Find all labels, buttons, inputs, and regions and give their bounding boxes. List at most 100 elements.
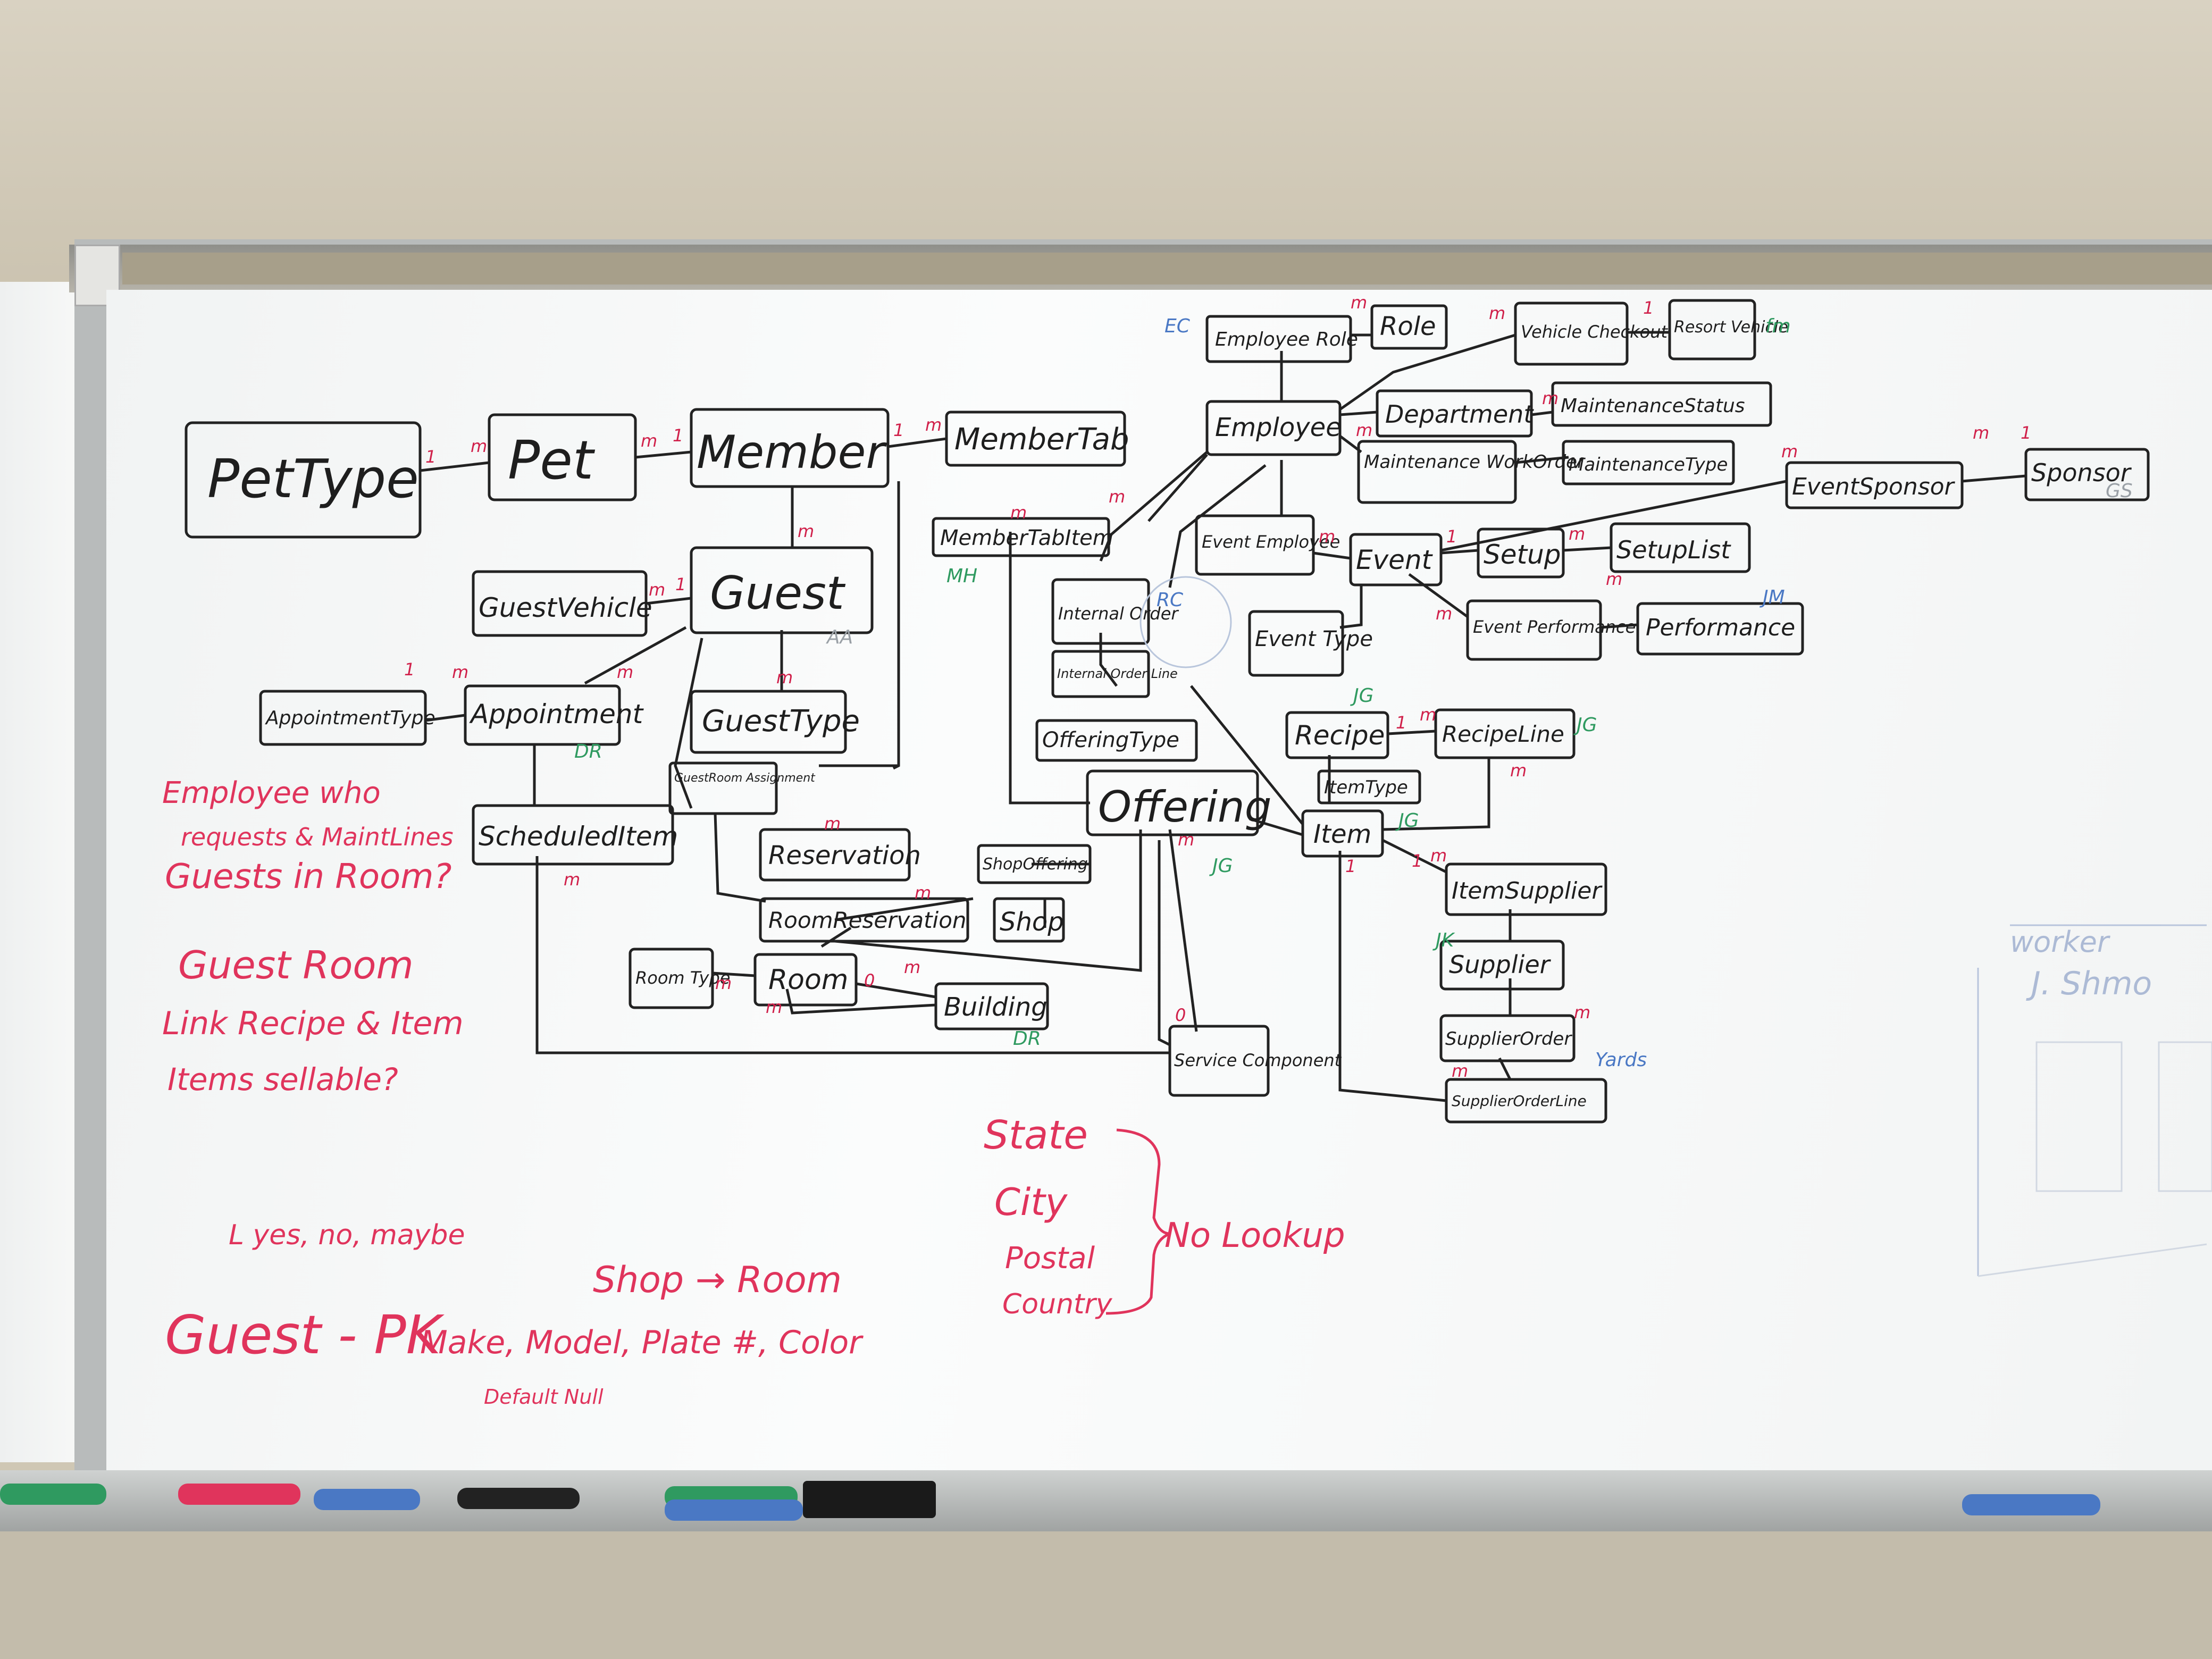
entity-box-guest [690, 546, 874, 634]
entity-box-event-performance [1466, 599, 1602, 661]
entity-box-shop [993, 897, 1065, 943]
note-worker: worker [2010, 925, 2110, 959]
cardinality-one: 1 [1396, 713, 1406, 733]
cardinality-one: 1 [893, 420, 904, 440]
entity-label-guest-type: GuestType [702, 704, 860, 739]
entity-label-vehicle-checkout: Vehicle Checkout [1521, 322, 1669, 342]
entity-box-maintenance-status [1551, 381, 1772, 427]
entity-boxes [185, 299, 2150, 1124]
entity-label-department: Department [1385, 400, 1534, 429]
cardinality-many: m [1542, 388, 1559, 408]
cardinality-many: m [1430, 845, 1447, 866]
cardinality-many: m [649, 580, 665, 600]
entity-label-room-type: Room Type [635, 968, 730, 988]
note-yes-no-maybe: L yes, no, maybe [229, 1219, 465, 1251]
entity-box-guest-room-assignment [668, 761, 778, 815]
entity-box-supplier-order-line [1445, 1078, 1607, 1124]
blue-marker-2 [665, 1499, 803, 1521]
initials-aa: AA [826, 626, 853, 648]
cardinality-many: m [915, 883, 931, 903]
entity-label-guest: Guest [710, 567, 846, 620]
initials-rc: RC [1157, 589, 1184, 611]
entity-label-appointment-type: AppointmentType [265, 707, 435, 729]
entity-box-room [753, 953, 858, 1007]
entity-label-appointment: Appointment [469, 699, 644, 730]
entity-box-event-type [1248, 610, 1344, 677]
entity-label-building: Building [944, 992, 1048, 1022]
entity-box-reservation [759, 828, 911, 882]
entity-box-appointment [464, 684, 621, 746]
entity-box-member-tab [945, 410, 1126, 467]
entity-box-item [1301, 809, 1384, 858]
initials: EC fm JM RC JG JG JG JG DR DR MH JK AA G… [574, 315, 2133, 1050]
entity-label-room-reservation: RoomReservation [768, 907, 967, 933]
initials-dr: DR [1013, 1028, 1041, 1050]
entity-label-offering: Offering [1098, 782, 1272, 832]
note-state: State [984, 1112, 1088, 1158]
entity-label-event-sponsor: EventSponsor [1792, 473, 1956, 500]
note-shop-room: Shop → Room [593, 1259, 842, 1301]
entity-box-setup-list [1610, 522, 1751, 573]
entity-label-employee: Employee [1215, 413, 1342, 442]
note-guest-pk: Guest - PK [165, 1304, 445, 1366]
entity-label-supplier: Supplier [1449, 950, 1552, 979]
entity-box-building [934, 982, 1049, 1030]
entity-box-appointment-type [259, 690, 427, 746]
address-brace [1105, 1128, 1171, 1315]
entity-box-department [1376, 389, 1533, 438]
entity-label-supplier-order: SupplierOrder [1445, 1028, 1572, 1050]
entity-box-room-type [629, 948, 714, 1009]
entity-box-supplier-order [1439, 1014, 1576, 1062]
entity-box-member-tab-item [932, 517, 1110, 557]
entity-label-shop-offering: ShopOffering [983, 855, 1088, 874]
cardinality-many: m [904, 957, 920, 977]
entity-label-service-component: Service Component [1174, 1050, 1342, 1070]
cardinality-many: m [564, 869, 580, 890]
cardinality-zero: 0 [864, 970, 875, 991]
initials-jg: JG [1395, 810, 1419, 832]
cardinality-one: 1 [425, 447, 436, 467]
entity-box-offering [1086, 769, 1259, 836]
cardinality-one: 1 [1446, 526, 1457, 547]
cardinality-many: m [1178, 830, 1194, 850]
green-marker [0, 1484, 106, 1505]
relationship-lines [420, 331, 2026, 1102]
entity-label-event: Event [1356, 544, 1434, 575]
entity-labels: PetType Pet Member MemberTab MemberTabIt… [207, 312, 2132, 1110]
cardinality-many: m [1606, 569, 1622, 589]
entity-label-offering-type: OfferingType [1042, 728, 1179, 752]
entity-box-event-employee [1195, 514, 1315, 576]
entity-box-member [690, 408, 890, 488]
cardinality-many: m [1452, 1061, 1468, 1081]
note-default-null: Default Null [484, 1385, 604, 1409]
cardinality-many: m [1574, 1002, 1590, 1023]
entity-label-pet-type: PetType [207, 448, 419, 510]
entity-box-recipe-line [1434, 708, 1576, 759]
entity-label-maintenance-work-order: Maintenance WorkOrder [1364, 451, 1586, 473]
entity-box-employee [1205, 400, 1342, 456]
entity-label-item-supplier: ItemSupplier [1452, 877, 1603, 904]
faint-sketch: worker J. Shmo [1977, 924, 2212, 1277]
cardinality-many: m [1510, 760, 1527, 781]
cardinality-many: m [617, 662, 633, 682]
cardinality-many: m [824, 814, 841, 834]
entity-box-internal-order-line [1051, 650, 1150, 698]
cardinality-many: m [1420, 705, 1436, 725]
black-marker [457, 1488, 580, 1509]
entity-box-maintenance-work-order [1357, 440, 1517, 504]
initials-jg: JG [1350, 685, 1374, 707]
note-no-lookup: No Lookup [1164, 1216, 1345, 1255]
entity-label-supplier-order-line: SupplierOrderLine [1452, 1092, 1587, 1110]
initials-mh: MH [946, 565, 977, 587]
entity-label-recipe-line: RecipeLine [1442, 721, 1564, 747]
entity-box-event-sponsor [1785, 461, 1964, 509]
red-marker [178, 1484, 300, 1505]
entity-box-internal-order [1051, 578, 1150, 645]
initials-dr: DR [574, 741, 602, 763]
initials-jk: JK [1432, 929, 1455, 951]
entity-box-guest-type [690, 690, 847, 754]
note-guests-in-room: Guests in Room? [165, 857, 451, 896]
cardinality-many: m [1356, 420, 1372, 440]
entity-box-scheduled-item [472, 804, 674, 866]
